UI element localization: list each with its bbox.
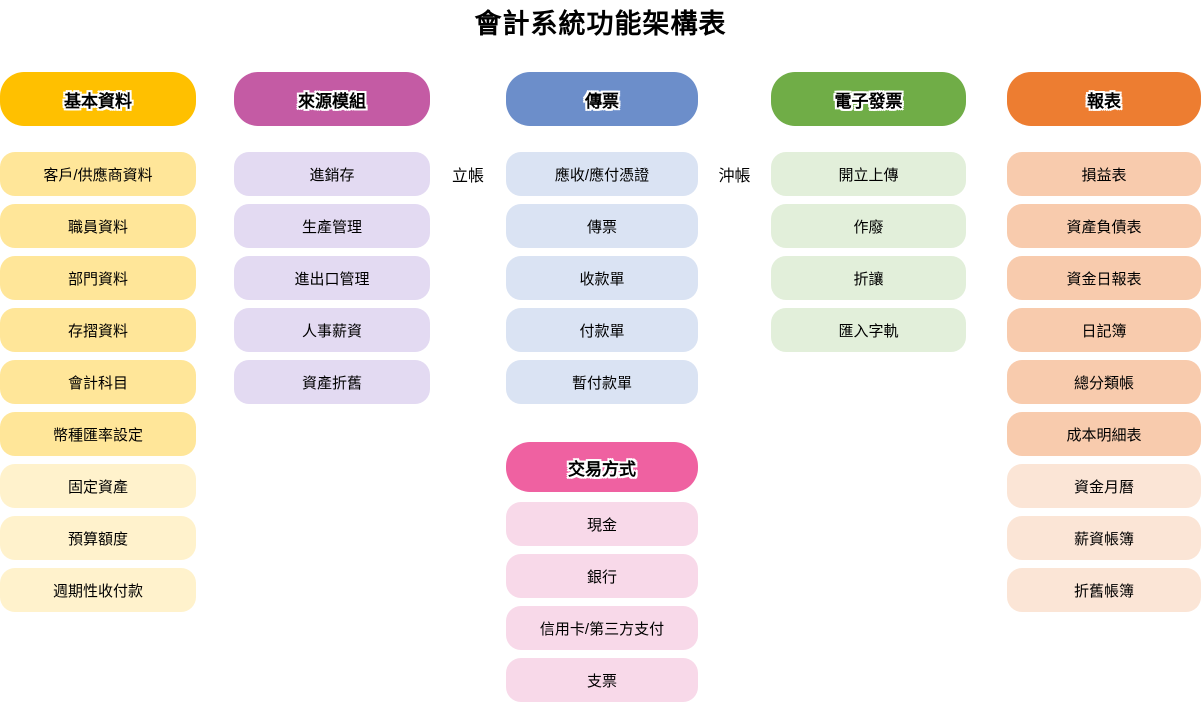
node-recurring-payments: 週期性收付款 <box>0 568 196 612</box>
node-production-management: 生產管理 <box>234 204 430 248</box>
node-credit-card-third-party: 信用卡/第三方支付 <box>506 606 698 650</box>
column-e-invoice: 電子發票 開立上傳 作廢 折讓 匯入字軌 <box>771 72 966 360</box>
node-department-data: 部門資料 <box>0 256 196 300</box>
node-employee-data: 職員資料 <box>0 204 196 248</box>
column-header-source-modules: 來源模組 <box>234 72 430 126</box>
node-receipt-slip: 收款單 <box>506 256 698 300</box>
node-chart-of-accounts: 會計科目 <box>0 360 196 404</box>
label-offset-entry: 沖帳 <box>718 168 751 185</box>
node-income-statement: 損益表 <box>1007 152 1201 196</box>
node-balance-sheet: 資產負債表 <box>1007 204 1201 248</box>
node-void-invoice: 作廢 <box>771 204 966 248</box>
node-journal: 日記簿 <box>1007 308 1201 352</box>
column-header-basic-data: 基本資料 <box>0 72 196 126</box>
node-bankbook-data: 存摺資料 <box>0 308 196 352</box>
column-source-modules: 來源模組 進銷存 生產管理 進出口管理 人事薪資 資產折舊 <box>234 72 430 412</box>
column-header-vouchers: 傳票 <box>506 72 698 126</box>
node-ar-ap-certificates: 應收/應付憑證 <box>506 152 698 196</box>
node-inventory: 進銷存 <box>234 152 430 196</box>
node-cash-calendar: 資金月曆 <box>1007 464 1201 508</box>
node-budget-quota: 預算額度 <box>0 516 196 560</box>
node-voucher: 傳票 <box>506 204 698 248</box>
node-bank: 銀行 <box>506 554 698 598</box>
node-daily-cash-report: 資金日報表 <box>1007 256 1201 300</box>
column-basic-data: 基本資料 客戶/供應商資料 職員資料 部門資料 存摺資料 會計科目 幣種匯率設定… <box>0 72 196 620</box>
node-import-invoice-track: 匯入字軌 <box>771 308 966 352</box>
page-title: 會計系統功能架構表 <box>474 9 727 39</box>
section-header-transaction-methods: 交易方式 <box>506 442 698 492</box>
node-currency-exchange-settings: 幣種匯率設定 <box>0 412 196 456</box>
node-general-ledger: 總分類帳 <box>1007 360 1201 404</box>
node-asset-depreciation: 資產折舊 <box>234 360 430 404</box>
column-header-e-invoice: 電子發票 <box>771 72 966 126</box>
column-vouchers: 傳票 應收/應付憑證 傳票 收款單 付款單 暫付款單 交易方式 現金 銀行 信用… <box>506 72 698 709</box>
node-depreciation-ledger: 折舊帳簿 <box>1007 568 1201 612</box>
column-reports: 報表 損益表 資產負債表 資金日報表 日記簿 總分類帳 成本明細表 資金月曆 薪… <box>1007 72 1201 620</box>
label-establish-entry: 立帳 <box>451 168 484 185</box>
node-import-export-management: 進出口管理 <box>234 256 430 300</box>
node-allowance: 折讓 <box>771 256 966 300</box>
node-check: 支票 <box>506 658 698 702</box>
node-customer-supplier-data: 客戶/供應商資料 <box>0 152 196 196</box>
node-payment-slip: 付款單 <box>506 308 698 352</box>
node-payroll-ledger: 薪資帳簿 <box>1007 516 1201 560</box>
node-cost-detail-report: 成本明細表 <box>1007 412 1201 456</box>
node-fixed-assets: 固定資產 <box>0 464 196 508</box>
column-header-reports: 報表 <box>1007 72 1201 126</box>
node-cash: 現金 <box>506 502 698 546</box>
node-issue-upload: 開立上傳 <box>771 152 966 196</box>
node-hr-payroll: 人事薪資 <box>234 308 430 352</box>
node-temporary-payment-slip: 暫付款單 <box>506 360 698 404</box>
